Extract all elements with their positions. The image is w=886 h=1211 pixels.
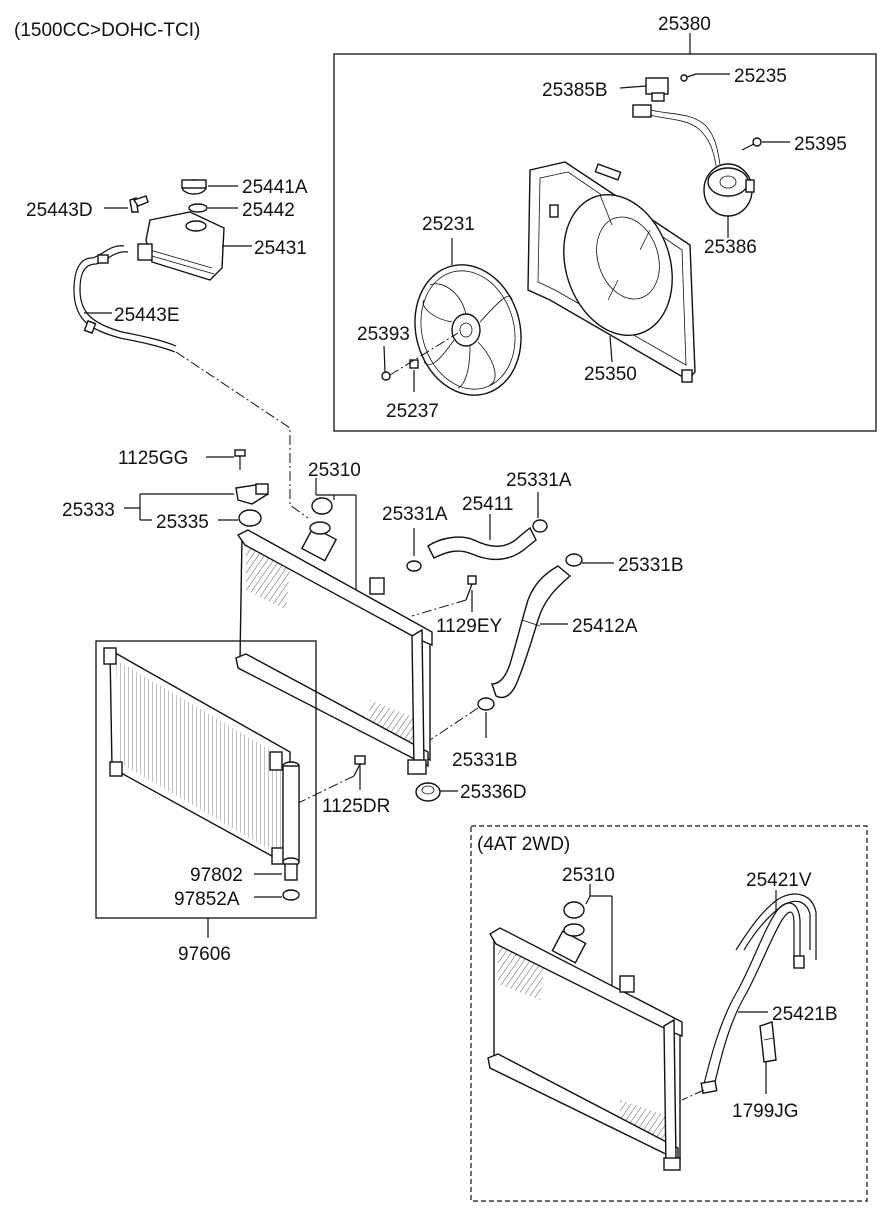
part-label-25331A-left: 25331A	[382, 504, 448, 525]
cooling-fan-part	[414, 264, 522, 396]
part-label-97606: 97606	[178, 944, 231, 965]
radiator-bracket-part	[235, 483, 269, 505]
part-label-25421V: 25421V	[746, 870, 812, 891]
overflow-hose-part	[73, 245, 177, 353]
screw-25235-part	[680, 73, 697, 82]
hose-clamp-25331A-right	[532, 519, 548, 533]
part-label-97852A: 97852A	[174, 889, 240, 910]
part-label-25393: 25393	[357, 324, 410, 345]
part-label-25441A: 25441A	[242, 177, 308, 198]
at-2wd-variant-frame	[470, 825, 868, 1202]
lower-radiator-hose-part	[491, 565, 572, 699]
part-label-25237: 25237	[386, 401, 439, 422]
fan-nut-part	[381, 371, 391, 381]
part-label-1799JG: 1799JG	[732, 1101, 799, 1122]
drier-cap-part	[282, 889, 300, 901]
variant-header: (4AT 2WD)	[477, 834, 570, 855]
cap-gasket-part	[188, 203, 208, 213]
fan-motor-part	[703, 163, 755, 217]
hose-clamp-25331B-bottom	[477, 697, 495, 711]
radiator-core-part	[235, 526, 433, 775]
reservoir-cap-part	[181, 179, 207, 195]
part-label-25386: 25386	[704, 237, 757, 258]
part-label-25335: 25335	[156, 512, 209, 533]
radiator-cap-part	[309, 497, 333, 535]
upper-radiator-hose-part	[427, 526, 537, 561]
part-label-1129EY: 1129EY	[436, 616, 503, 637]
bracket-insulator-part	[238, 509, 262, 527]
part-label-25235: 25235	[734, 66, 787, 87]
hose-band-part	[759, 1021, 777, 1063]
fan-clip-part	[409, 359, 419, 369]
bolt-1125GG-part	[234, 449, 246, 470]
part-label-25310-sub: 25310	[562, 865, 615, 886]
part-label-25395: 25395	[794, 134, 847, 155]
part-label-25411: 25411	[462, 494, 513, 515]
part-label-25442: 25442	[242, 200, 295, 221]
oil-cooler-hose-part	[700, 893, 817, 1094]
hose-25443D-part	[129, 195, 149, 213]
reservoir-tank-part	[137, 211, 225, 281]
part-label-1125GG: 1125GG	[118, 448, 188, 469]
screw-25395-part	[741, 137, 762, 151]
fan-assembly-frame	[333, 53, 877, 432]
hose-clamp-25331A-left	[406, 560, 422, 572]
part-label-25331B-top: 25331B	[618, 555, 684, 576]
part-label-25336D: 25336D	[460, 782, 527, 803]
part-label-25231: 25231	[422, 214, 475, 235]
hose-clamp-25331B-top	[565, 553, 583, 567]
receiver-drier-part	[282, 761, 300, 881]
at-radiator-core-part	[487, 927, 683, 1171]
fan-shroud-part	[527, 161, 696, 383]
bolt-1129EY-part	[465, 575, 477, 601]
part-label-25331A-right: 25331A	[506, 470, 572, 491]
part-label-25443D: 25443D	[26, 200, 93, 221]
part-label-25385B: 25385B	[542, 80, 608, 101]
part-label-97802: 97802	[190, 865, 243, 886]
engine-spec-header: (1500CC>DOHC-TCI)	[14, 20, 200, 41]
part-label-25443E: 25443E	[114, 305, 180, 326]
part-label-25310: 25310	[308, 460, 361, 481]
part-label-25412A: 25412A	[572, 616, 638, 637]
resistor-connector-part	[632, 77, 721, 167]
part-label-25380: 25380	[658, 14, 711, 35]
condenser-frame	[95, 640, 317, 919]
part-label-25350: 25350	[584, 364, 637, 385]
at-radiator-cap-part	[563, 901, 585, 937]
drain-plug-part	[415, 782, 441, 802]
part-label-25331B-bottom: 25331B	[452, 750, 518, 771]
part-label-25431: 25431	[254, 238, 307, 259]
part-label-25421B: 25421B	[772, 1004, 838, 1025]
part-label-1125DR: 1125DR	[322, 796, 390, 817]
part-label-25333: 25333	[62, 500, 115, 521]
